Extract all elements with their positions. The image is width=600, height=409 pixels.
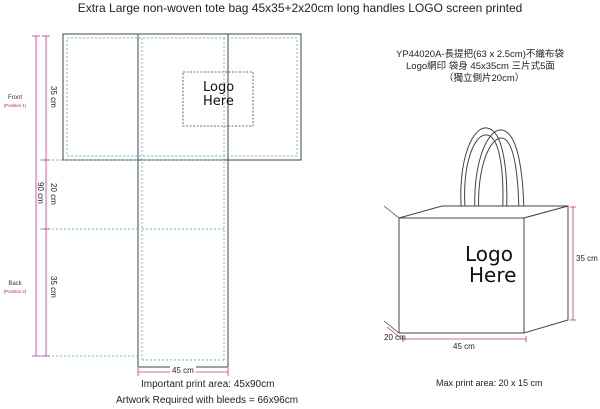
center-strip-outline — [137, 159, 229, 368]
page-title: Extra Large non-woven tote bag 45x35+2x2… — [77, 1, 523, 15]
logo-bag-line1: Logo — [465, 242, 513, 266]
logo-flat-text: Logo Here — [203, 81, 234, 108]
back-label-text: Back — [8, 281, 22, 287]
max-print-note: Max print area: 20 x 15 cm — [436, 378, 543, 388]
front-label-text: Front — [7, 95, 22, 101]
bottom-height-label: 20 cm — [49, 183, 58, 205]
total-height-label: 90 cm — [36, 182, 45, 204]
template-width-label: 45 cm — [170, 366, 196, 375]
dimension-lines-left — [32, 35, 50, 357]
print-area-note: Important print area: 45x90cm — [141, 379, 275, 390]
bag-illustration — [383, 127, 569, 334]
bag-depth-label: 20 cm — [384, 333, 406, 342]
back-label: Back (Position 2) — [0, 280, 30, 296]
handle-front-outer — [474, 129, 525, 226]
front-bleed-guide — [66, 37, 298, 157]
bleeds-note: Artwork Required with bleeds = 66x96cm — [116, 395, 299, 406]
bag-height-label: 35 cm — [576, 254, 598, 263]
logo-bag-text: Logo Here — [465, 244, 516, 286]
product-code-line: YP44020A-長提把(63 x 2.5cm)不織布袋 — [396, 49, 564, 60]
handle-back-outer — [460, 127, 508, 226]
bag-width-label: 45 cm — [453, 342, 475, 351]
logo-flat-line1: Logo — [203, 80, 235, 95]
product-side-line: （獨立側片20cm） — [444, 73, 525, 84]
back-position-text: (Position 2) — [3, 289, 27, 294]
back-height-label: 35 cm — [49, 276, 58, 298]
bag-side-face — [523, 205, 569, 334]
bleed-guides — [40, 37, 298, 361]
logo-bag-line2: Here — [469, 263, 517, 287]
logo-flat-line2: Here — [203, 93, 234, 109]
product-spec: YP44020A-長提把(63 x 2.5cm)不織布袋 Logo網印 袋身 4… — [396, 49, 596, 85]
front-panel-outline — [62, 33, 302, 161]
flat-template — [62, 33, 302, 368]
front-label: Front (Position 1) — [0, 94, 30, 110]
product-spec-line: Logo網印 袋身 45x35cm 三片式5面 — [406, 61, 555, 72]
front-height-label: 35 cm — [49, 86, 58, 108]
bag-dimensions — [386, 206, 576, 342]
logo-placeholder-flat — [182, 71, 254, 127]
front-position-text: (Position 1) — [3, 103, 27, 108]
